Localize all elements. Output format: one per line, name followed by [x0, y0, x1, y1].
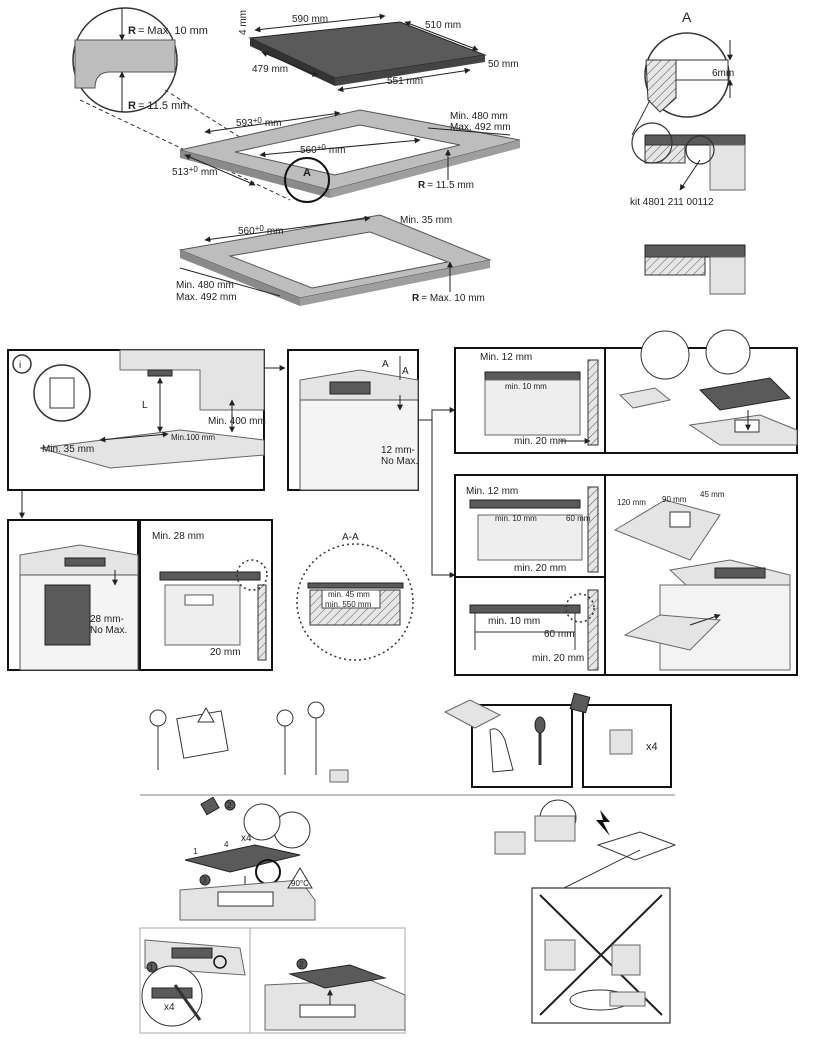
- cutout-back-panel: 120 mm 90 mm 45 mm: [604, 474, 798, 676]
- svg-text:560+0mm: 560+0mm: [238, 224, 283, 237]
- radius-min-label: = 11.5 mm: [138, 100, 189, 112]
- info-icon: [12, 354, 32, 374]
- svg-text:A: A: [382, 359, 389, 370]
- hob-height-side: 50 mm: [488, 59, 519, 70]
- hob-drawing: 590 mm 510 mm 4 mm 50 mm 479 mm 551 mm: [238, 10, 519, 93]
- clips-x4: x4: [646, 741, 658, 753]
- cut-45: 45 mm: [700, 490, 725, 499]
- clear1-min20: min. 20 mm: [514, 436, 566, 447]
- removal-x4: x4: [164, 1002, 175, 1013]
- clips-x4b: x4: [241, 833, 252, 844]
- hood-min100: Min.100 mm: [171, 433, 215, 442]
- cutout1-inner: 560: [300, 145, 317, 156]
- svg-text:No Max.: No Max.: [381, 456, 418, 467]
- detail-a-title: A: [682, 9, 692, 25]
- clearance-panel-3: min. 10 mm 60 mm min. 20 mm: [454, 576, 606, 676]
- cut-90: 90 mm: [662, 495, 687, 504]
- detail-leader: [79, 99, 291, 201]
- step-a: 1: [149, 963, 154, 972]
- cutout2-r: = Max. 10 mm: [421, 293, 485, 304]
- clear2-min12: Min. 12 mm: [466, 486, 518, 497]
- svg-text:593+0mm: 593+0mm: [236, 116, 281, 129]
- hood-l: L: [142, 400, 148, 411]
- svg-text:R= Max. 10 mm: R= Max. 10 mm: [412, 293, 485, 304]
- svg-text:R= Max. 10 mm: R= Max. 10 mm: [128, 25, 208, 37]
- svg-text:No Max.: No Max.: [90, 625, 127, 636]
- detail-a: A 6mm kit 4801 211 00112: [630, 9, 746, 295]
- oven-twenty: 20 mm: [210, 647, 241, 658]
- oven-panel: 28 mm- No Max.: [7, 519, 139, 671]
- tools-box: [443, 699, 573, 788]
- cutout2-min: Min. 480 mm: [176, 280, 234, 291]
- clear3-sixty: 60 mm: [544, 629, 575, 640]
- svg-text:513+0mm: 513+0mm: [172, 165, 217, 178]
- clear2-min20: min. 20 mm: [514, 563, 566, 574]
- clear1-min12: Min. 12 mm: [480, 352, 532, 363]
- aa-title: A-A: [342, 532, 359, 543]
- cutout1-max: Max. 492 mm: [450, 122, 511, 133]
- clips-box: x4: [569, 692, 672, 788]
- svg-text:i: i: [19, 360, 21, 371]
- oven-min28: Min. 28 mm: [152, 531, 204, 542]
- step-b: 2: [299, 960, 304, 969]
- kit-number: kit 4801 211 00112: [630, 197, 714, 208]
- clear2-sixty: 60 mm: [566, 514, 591, 523]
- svg-text:560+0mm: 560+0mm: [300, 143, 345, 156]
- cutout1-r: = 11.5 mm: [427, 180, 474, 191]
- step-num-4: 4: [224, 840, 229, 849]
- aa-min550: min. 550 mm: [325, 600, 372, 609]
- hob-height-top: 4 mm: [238, 10, 249, 35]
- clear1-min10: min. 10 mm: [505, 382, 547, 391]
- cutout1-min: Min. 480 mm: [450, 111, 508, 122]
- radius-r-label: R: [128, 25, 136, 37]
- cut-120: 120 mm: [617, 498, 646, 507]
- electrical-section: [494, 799, 677, 1024]
- hood-panel: i L Min. 400 mm Min.100 mm Min. 35 mm: [7, 349, 266, 491]
- cutout2-width: 560: [238, 226, 255, 237]
- cutout2-min35: Min. 35 mm: [400, 215, 452, 226]
- cutout1-width: 593: [236, 118, 253, 129]
- hob-depth: 510 mm: [425, 20, 461, 31]
- clearance-panel-1: Min. 12 mm min. 10 mm min. 20 mm: [454, 347, 606, 454]
- section-panel: A A 12 mm- No Max.: [287, 349, 419, 491]
- oven-thickness: 28 mm-: [90, 614, 124, 625]
- aa-detail: A-A min. 45 mm min. 550 mm: [296, 532, 414, 661]
- safety-figures: [149, 701, 349, 783]
- removal-steps: 1 x4 2: [139, 927, 406, 1034]
- radius-max-label: = Max. 10 mm: [138, 25, 208, 37]
- step-num-2: 2: [227, 801, 232, 810]
- hood-min35: Min. 35 mm: [42, 444, 94, 455]
- svg-text:R= 11.5 mm: R= 11.5 mm: [128, 100, 189, 112]
- cutout2-max: Max. 492 mm: [176, 292, 237, 303]
- hob-inner-depth: 479 mm: [252, 64, 288, 75]
- step-num-1: 1: [193, 847, 198, 856]
- mounting-step: x4 1 4 3 2 90°C: [179, 796, 316, 921]
- hob-width: 590 mm: [292, 14, 328, 25]
- step-num-3: 3: [202, 876, 207, 885]
- svg-text:A: A: [402, 366, 409, 377]
- clear3-min10: min. 10 mm: [488, 616, 540, 627]
- hood-min400: Min. 400 mm: [208, 416, 266, 427]
- oven-detail-panel: Min. 28 mm 20 mm: [139, 519, 273, 671]
- radius-detail: R= Max. 10 mm R= 11.5 mm: [72, 7, 208, 113]
- hob-inner-width: 551 mm: [387, 76, 423, 87]
- cutout1-circle-a: A: [303, 167, 311, 179]
- clear3-min20: min. 20 mm: [532, 653, 584, 664]
- svg-text:R= 11.5 mm: R= 11.5 mm: [418, 180, 474, 191]
- detail-a-gap: 6mm: [712, 68, 734, 79]
- clearance-panel-2: Min. 12 mm min. 10 mm 60 mm min. 20 mm: [454, 474, 606, 578]
- aa-min45: min. 45 mm: [328, 590, 370, 599]
- section-thickness: 12 mm-: [381, 445, 415, 456]
- clear2-min10: min. 10 mm: [495, 514, 537, 523]
- hob-fitting-panel: [604, 329, 798, 454]
- temp-warning: 90°C: [291, 879, 309, 888]
- cutout1-depth: 513: [172, 167, 189, 178]
